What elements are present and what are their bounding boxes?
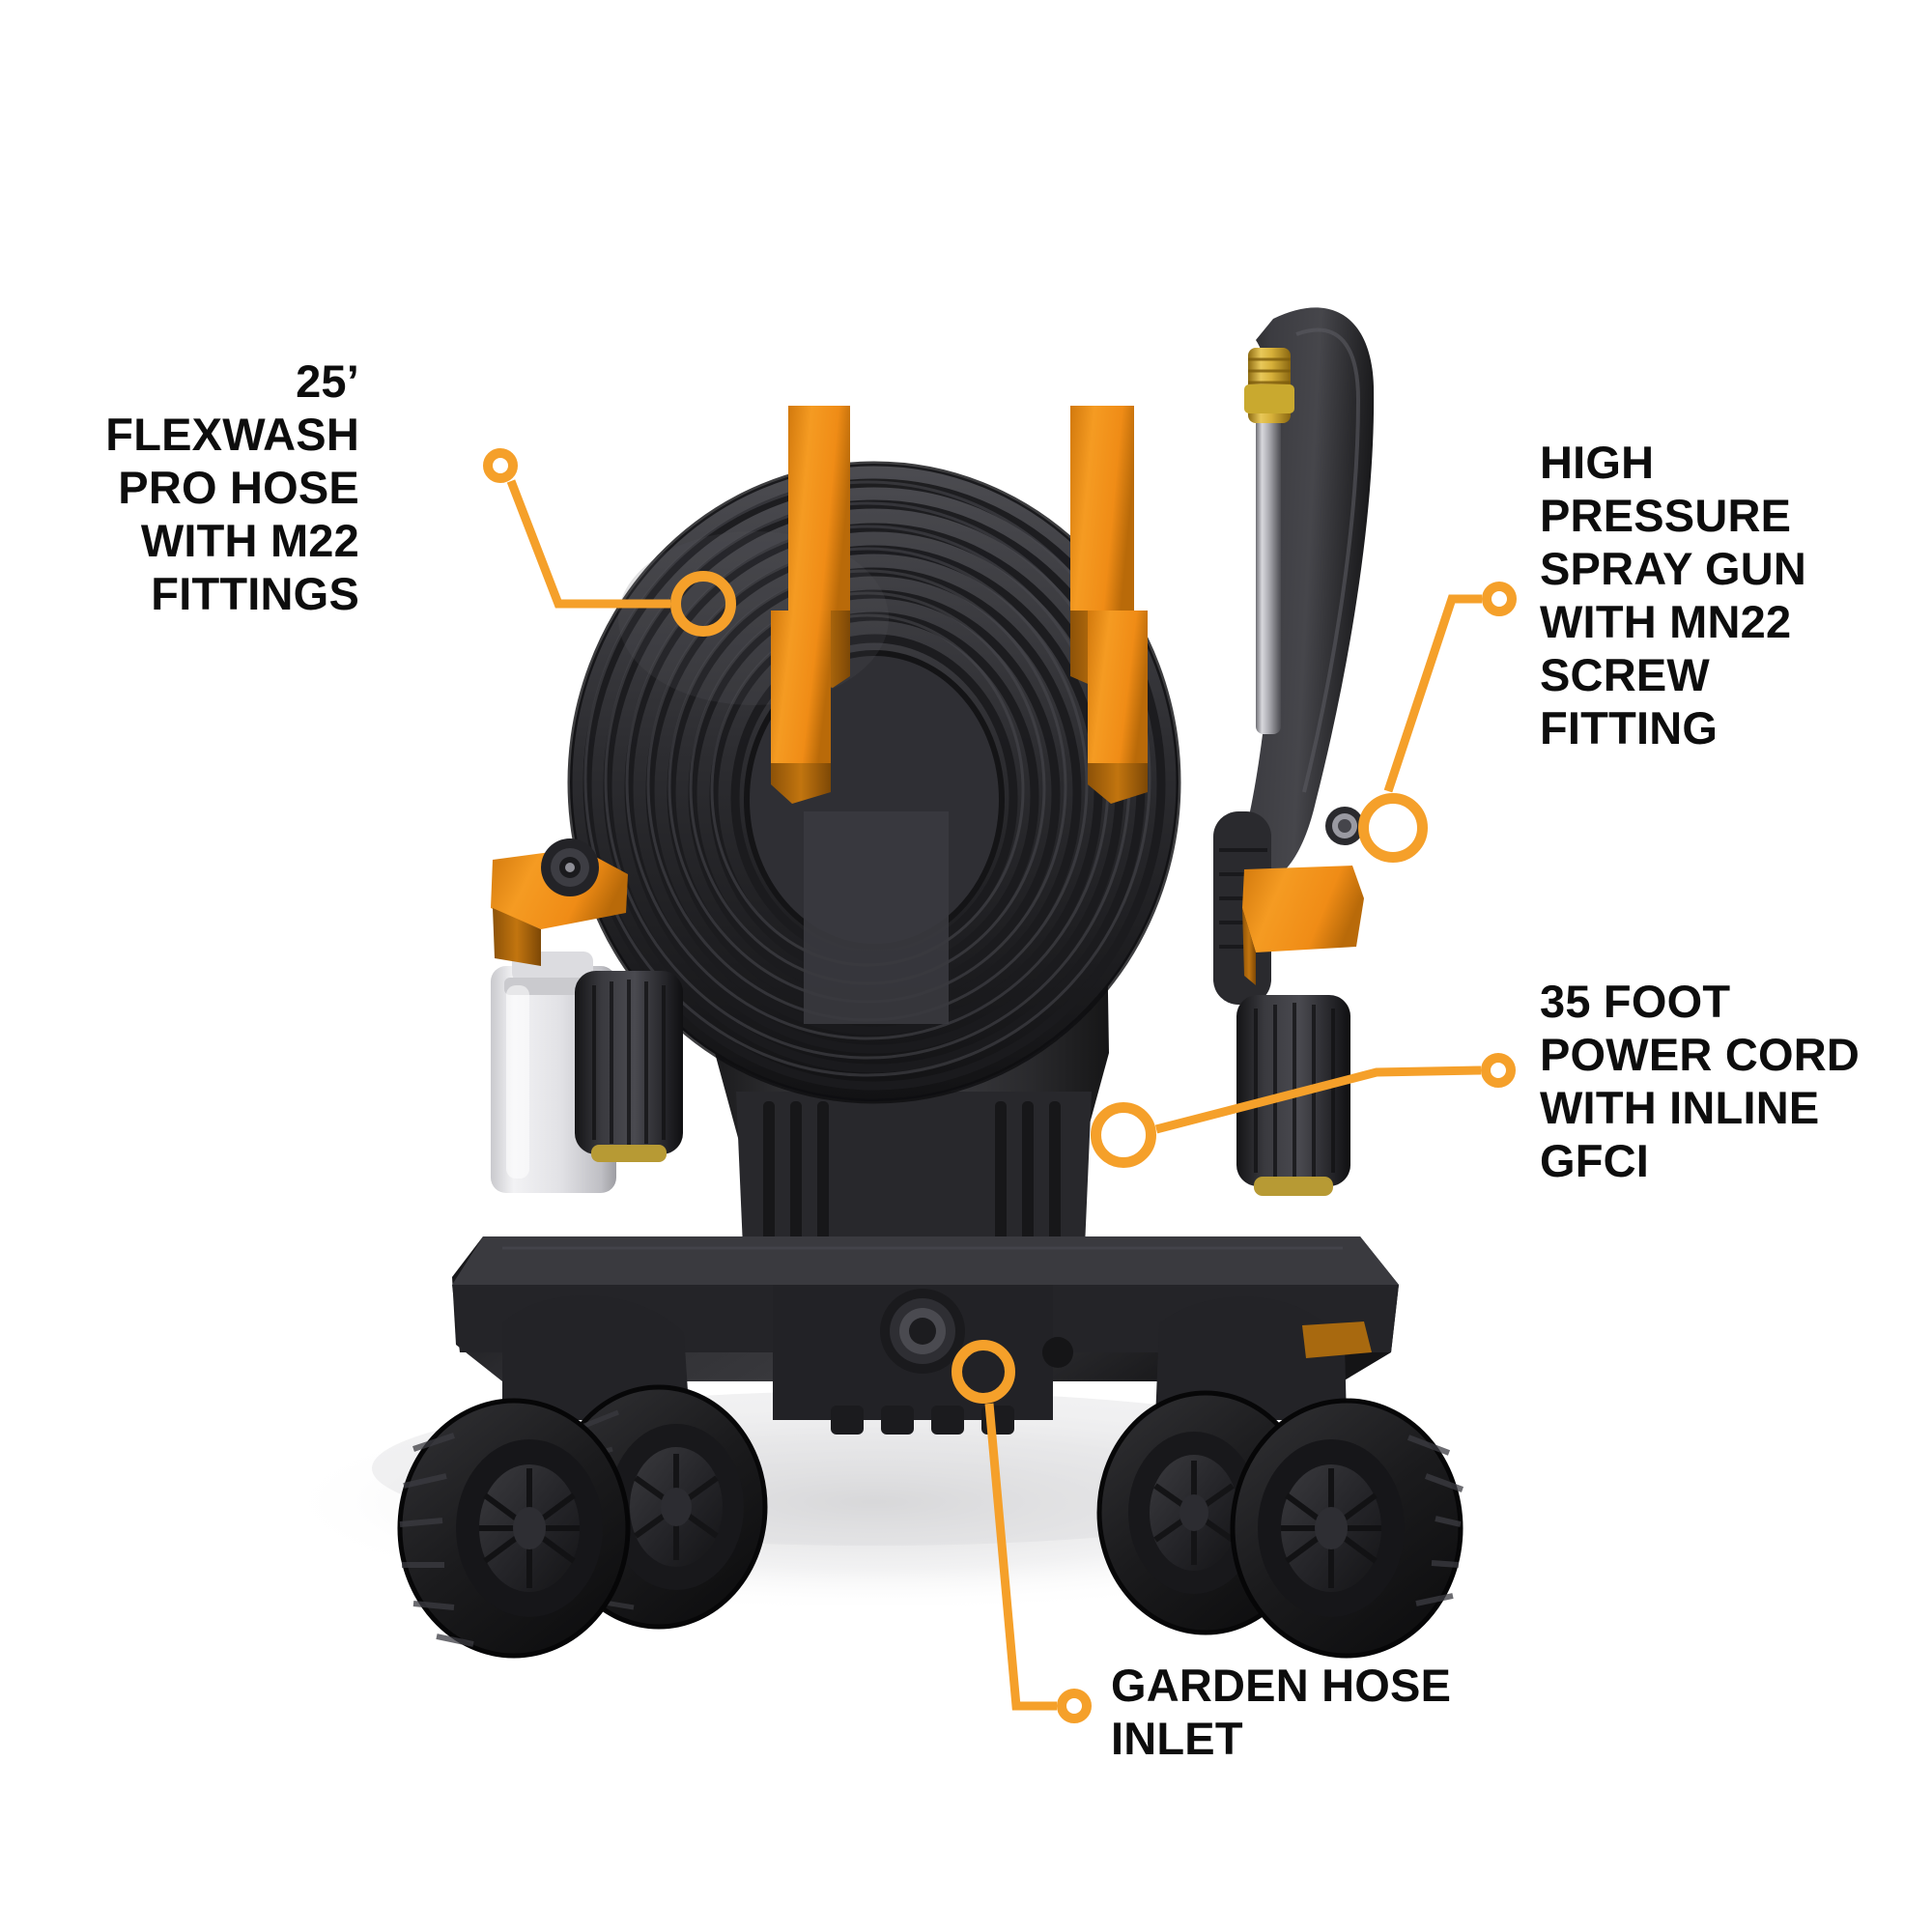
right-knob bbox=[1236, 995, 1350, 1196]
hose-hook-right bbox=[1070, 406, 1148, 804]
left-orange-clamp bbox=[491, 838, 628, 966]
left-knob bbox=[575, 971, 683, 1162]
callout-label-spray-gun: HIGH PRESSURE SPRAY GUN WITH MN22 SCREW … bbox=[1540, 437, 1807, 753]
wheel-front-right bbox=[1230, 1398, 1464, 1659]
callout-label-power-cord: 35 FOOT POWER CORD WITH INLINE GFCI bbox=[1540, 976, 1860, 1186]
callout-label-garden-hose-inlet: GARDEN HOSE INLET bbox=[1111, 1660, 1452, 1764]
right-orange-clamp bbox=[1242, 866, 1364, 985]
hose-hook-left bbox=[771, 406, 850, 804]
callout-label-hose: 25’ FLEXWASH PRO HOSE WITH M22 FITTINGS bbox=[105, 355, 359, 619]
wheel-front-left bbox=[397, 1398, 631, 1659]
spray-lance bbox=[1244, 348, 1294, 734]
